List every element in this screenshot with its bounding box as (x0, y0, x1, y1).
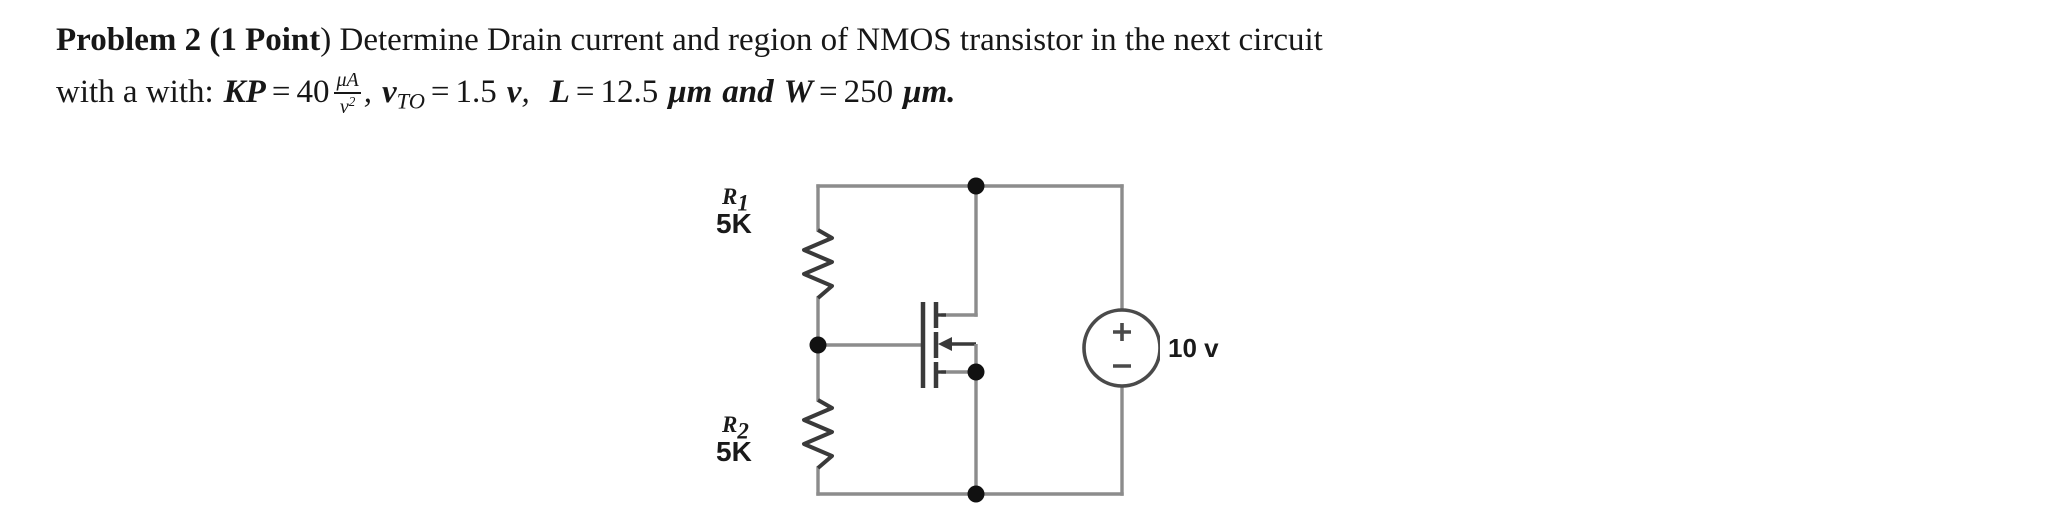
problem-title-tail: ) Determine Drain current and region of … (320, 22, 1323, 58)
statement-line-1: Problem 2 (1 Point) Determine Drain curr… (56, 14, 1996, 66)
resistor-r1-value: 5K (716, 208, 752, 239)
resistor-r1-symbol (802, 228, 834, 300)
l-value: 12.5 (600, 74, 659, 110)
vto-value: 1.5 (455, 74, 497, 110)
kp-unit-numerator: μA (334, 69, 361, 94)
node-source (967, 363, 985, 381)
problem-statement: Problem 2 (1 Point) Determine Drain curr… (56, 14, 1996, 127)
r2-subscript: 2 (737, 418, 749, 444)
nmos-transistor-symbol (920, 302, 978, 388)
vto-equals: = (430, 74, 450, 110)
resistor-r2-symbol (802, 398, 834, 470)
resistor-r2-value: 5K (716, 436, 752, 467)
kp-unit-denominator: v2 (334, 94, 360, 118)
circuit-diagram: R1 5K R2 5K 10 v (716, 160, 1219, 525)
kp-denom-exponent: 2 (348, 93, 356, 109)
node-ground (967, 485, 985, 503)
l-symbol: L (549, 74, 570, 110)
w-equals: = (818, 74, 838, 110)
w-value: 250 (843, 74, 894, 110)
period: . (947, 74, 956, 110)
resistor-r2-label: R2 (722, 412, 749, 444)
mosfet-body-arrow-icon (938, 337, 952, 351)
r2-name: R (722, 412, 738, 437)
circuit-wires (816, 184, 1124, 496)
problem-title-bold: Problem 2 (1 Point (56, 22, 321, 58)
voltage-source-value-label: 10 v (1168, 333, 1219, 363)
vto-symbol: v (381, 74, 397, 110)
voltage-source-symbol (1082, 308, 1162, 388)
and-word: and (722, 74, 774, 110)
r1-name: R (722, 184, 738, 209)
vto-subscript: TO (396, 88, 425, 114)
kp-equals: = (271, 74, 291, 110)
w-unit: μm (903, 74, 948, 110)
resistor-r1-label: R1 (722, 184, 749, 216)
r1-subscript: 1 (737, 190, 749, 216)
kp-symbol: KP (223, 74, 266, 110)
comma-2: , (521, 74, 530, 110)
l-unit: μm (668, 74, 713, 110)
circuit-svg (802, 177, 1162, 503)
vto-unit: v (506, 74, 522, 110)
node-gate-divider (809, 336, 827, 354)
kp-denom-base: v (339, 95, 349, 118)
line2-prefix: with a with: (56, 74, 214, 110)
w-symbol: W (783, 74, 813, 110)
node-top-supply (967, 177, 985, 195)
comma-1: , (363, 74, 372, 110)
l-equals: = (575, 74, 595, 110)
voltage-source-plus-icon (1113, 323, 1131, 341)
kp-value: 40 (296, 74, 330, 110)
